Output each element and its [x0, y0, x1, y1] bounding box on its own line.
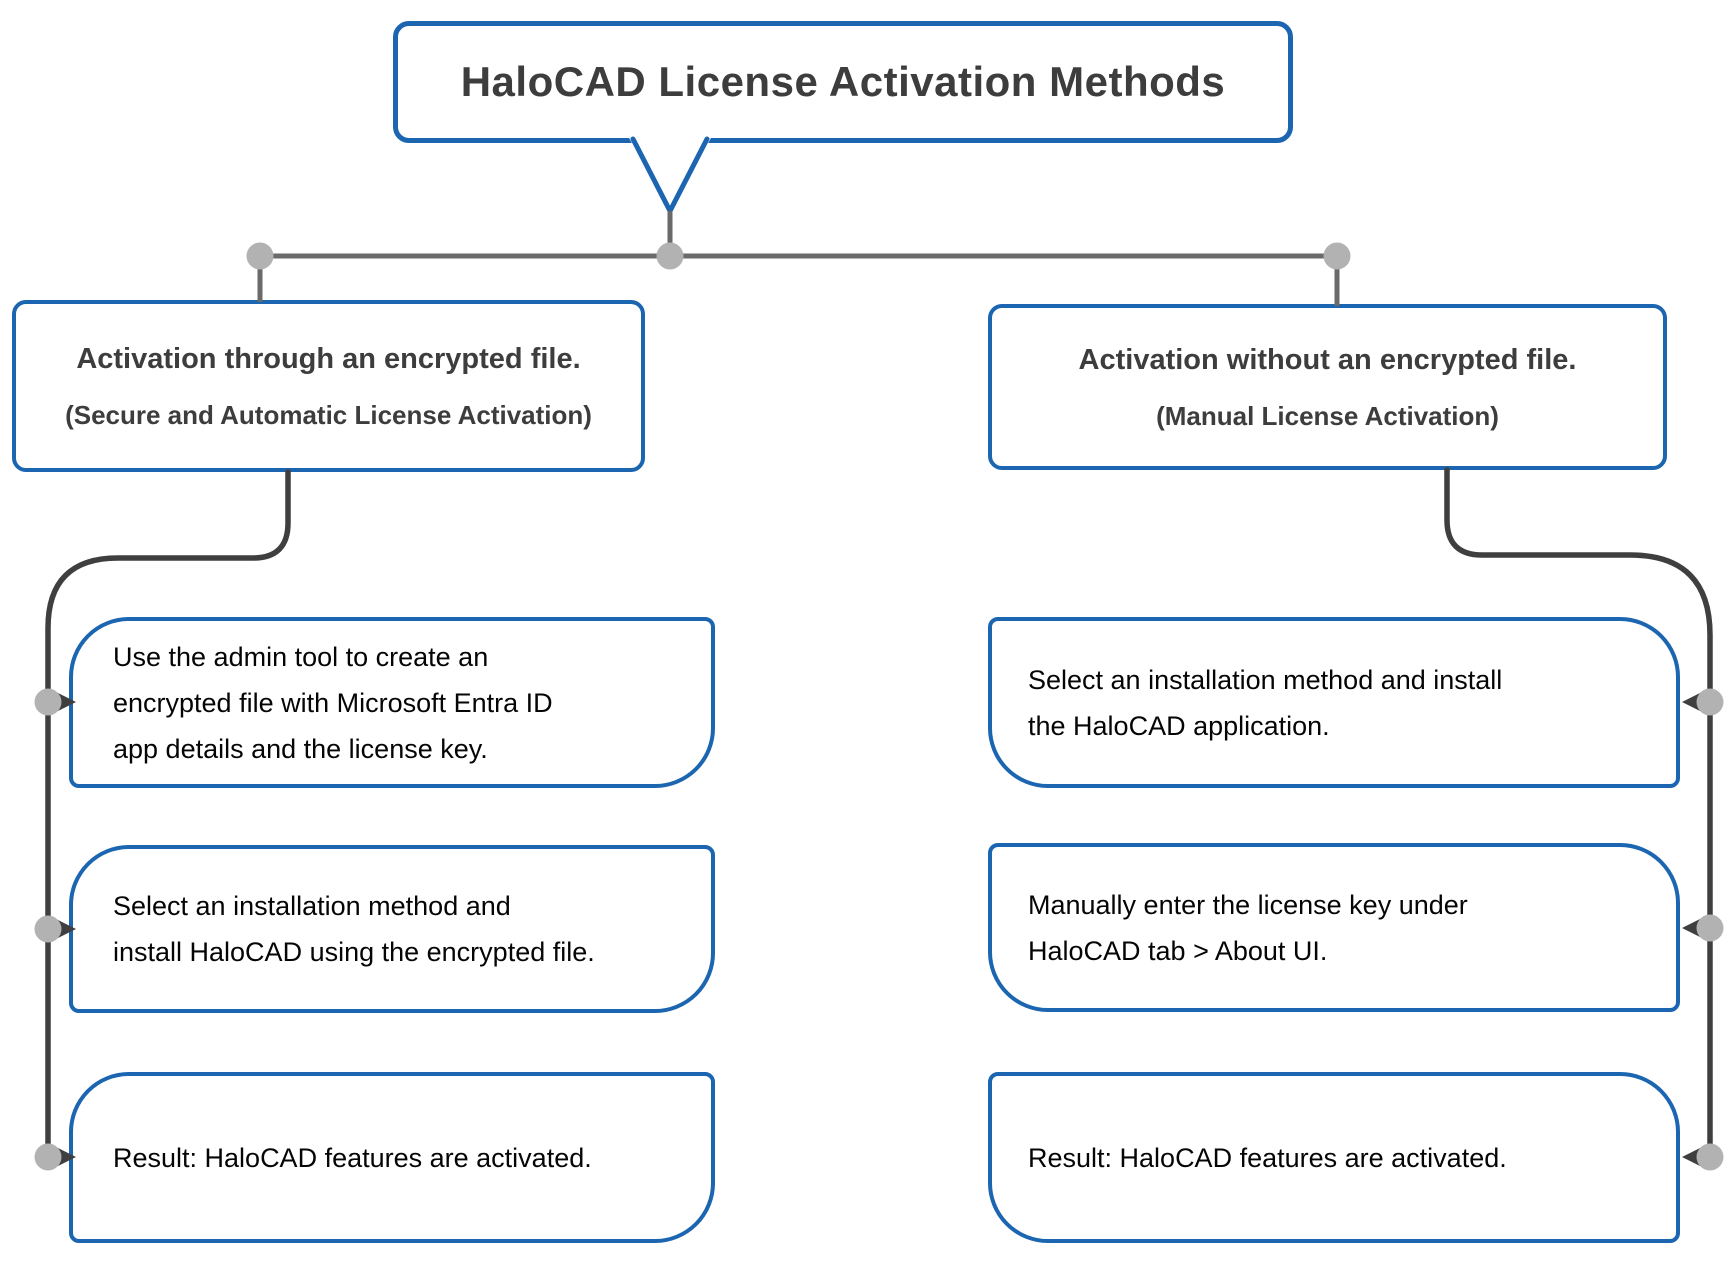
step-text-line: install HaloCAD using the encrypted file… [113, 937, 595, 967]
right-branch-spine [1444, 467, 1724, 1171]
left-branch-subheading: (Secure and Automatic License Activation… [65, 399, 592, 430]
title-pointer-tail [628, 136, 712, 214]
right-step-2: Manually enter the license key under Hal… [988, 843, 1680, 1012]
arrow-left-icon [1682, 1148, 1700, 1166]
top-connector-dots [246, 242, 1351, 270]
step-text-line: Manually enter the license key under [1028, 889, 1468, 920]
step-text-line: the HaloCAD application. [1028, 710, 1330, 741]
connector-dot [1696, 1143, 1724, 1171]
right-branch-subheading: (Manual License Activation) [1156, 400, 1499, 431]
connector-dot [656, 242, 684, 270]
right-branch-heading: Activation without an encrypted file. [1078, 343, 1577, 376]
step-text-line: Result: HaloCAD features are activated. [113, 1142, 592, 1173]
diagram-title: HaloCAD License Activation Methods [460, 58, 1226, 105]
connector-dot [246, 242, 274, 270]
left-branch-heading: Activation through an encrypted file. [76, 342, 581, 375]
right-step-1: Select an installation method and instal… [988, 617, 1680, 788]
step-text-line: app details and the license key. [113, 733, 488, 764]
step-text-line: HaloCAD tab > About UI. [1028, 935, 1328, 966]
left-branch-spine [34, 469, 291, 1171]
step-text-line: Select an installation method and [113, 891, 511, 921]
connector-dot [1696, 688, 1724, 716]
top-connector [257, 211, 1340, 306]
arrow-left-icon [1682, 693, 1700, 711]
left-branch-header: Activation through an encrypted file. (S… [12, 300, 645, 472]
arrow-left-icon [1682, 919, 1700, 937]
left-step-3: Result: HaloCAD features are activated. [69, 1072, 715, 1243]
title-box: HaloCAD License Activation Methods [393, 21, 1293, 143]
right-step-3: Result: HaloCAD features are activated. [988, 1072, 1680, 1243]
connector-dot [34, 915, 62, 943]
step-text-line: encrypted file with Microsoft Entra ID [113, 687, 553, 718]
connector-dot [1696, 914, 1724, 942]
left-step-2: Select an installation method and instal… [69, 845, 715, 1013]
connector-dot [34, 1143, 62, 1171]
left-step-1: Use the admin tool to create an encrypte… [69, 617, 715, 788]
step-text-line: Use the admin tool to create an [113, 641, 489, 672]
connector-dot [1323, 242, 1351, 270]
connector-dot [34, 688, 62, 716]
step-text-line: Result: HaloCAD features are activated. [1028, 1142, 1507, 1173]
right-branch-header: Activation without an encrypted file. (M… [988, 304, 1667, 470]
step-text-line: Select an installation method and instal… [1028, 664, 1503, 695]
